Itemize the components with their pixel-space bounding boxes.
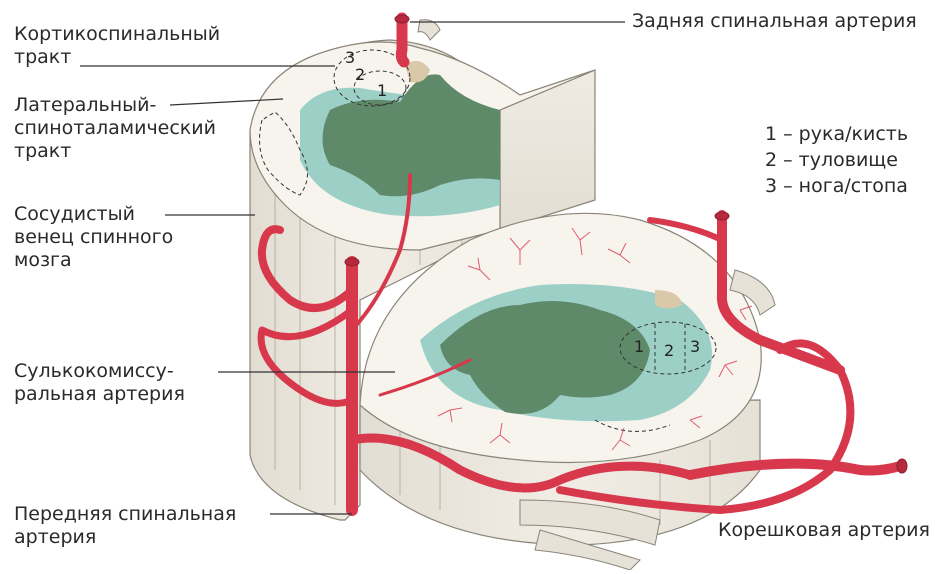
label-lateral-line3: тракт [14,140,216,163]
lower-tract-number-1: 1 [634,337,644,356]
legend-item-2: 2 – туловище [765,147,908,173]
label-lateral-line1: Латеральный- [14,94,216,117]
label-lateral-line2: спиноталамический [14,117,216,140]
label-anterior-spinal-artery: Передняя спинальная артерия [14,503,236,549]
upper-tract-number-2: 2 [355,65,365,84]
label-vasocorona-line3: мозга [14,249,173,272]
legend-item-3: 3 – нога/стопа [765,173,908,199]
label-anterior-line1: Передняя спинальная [14,503,236,526]
label-corticospinal-line1: Кортикоспинальный [14,23,220,46]
legend-item-1: 1 – рука/кисть [765,121,908,147]
legend: 1 – рука/кисть 2 – туловище 3 – нога/сто… [765,121,908,199]
label-corticospinal-tract: Кортикоспинальный тракт [14,23,220,69]
radicular-artery [690,464,900,475]
label-sulco-line1: Сулькокомиссу- [14,360,185,383]
label-corticospinal-line2: тракт [14,46,220,69]
label-sulcocommissural-artery: Сулькокомиссу- ральная артерия [14,360,185,406]
lower-tract-number-3: 3 [690,337,700,356]
label-sulco-line2: ральная артерия [14,383,185,406]
label-anterior-line2: артерия [14,526,236,549]
lower-tract-number-2: 2 [664,341,674,360]
label-posterior-spinal-artery: Задняя спинальная артерия [632,10,917,33]
label-vasocorona-line2: венец спинного [14,226,173,249]
upper-tract-number-3: 3 [345,48,355,67]
label-vasocorona: Сосудистый венец спинного мозга [14,203,173,272]
posterior-spinal-artery-upper [401,18,404,62]
label-radicular-artery: Корешковая артерия [718,519,930,542]
upper-tract-number-1: 1 [377,81,387,100]
label-lateral-spinothalamic-tract: Латеральный- спиноталамический тракт [14,94,216,163]
label-vasocorona-line1: Сосудистый [14,203,173,226]
